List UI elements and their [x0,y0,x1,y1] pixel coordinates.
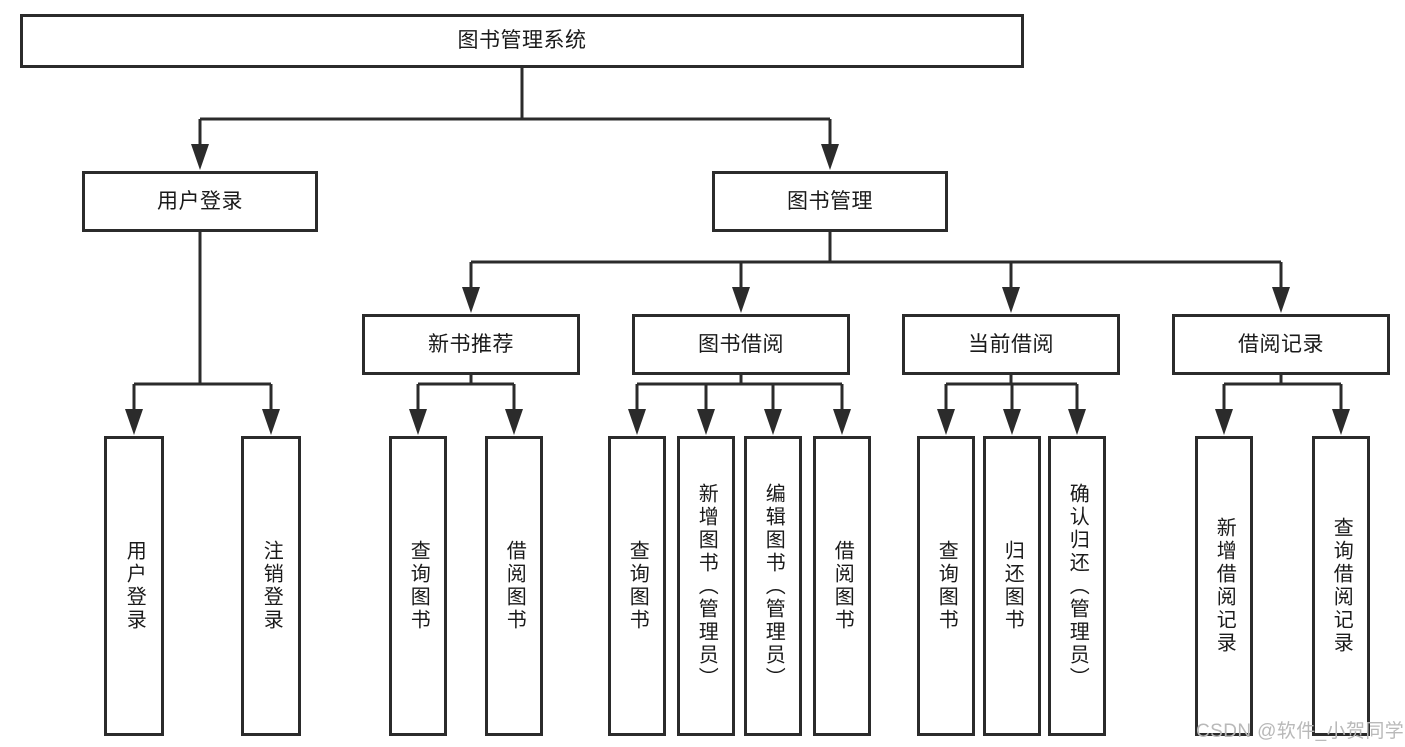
edge-arrowhead [191,144,209,170]
edge-arrowhead [697,409,715,435]
edge-arrowhead [462,287,480,313]
node-label: 图书借阅 [698,332,784,356]
edge-arrowhead [764,409,782,435]
node-new-book-rec[interactable]: 新书推荐 [362,314,580,375]
node-label: 新增借阅记录 [1213,517,1236,655]
edge-arrowhead [409,409,427,435]
node-current-borrow[interactable]: 当前借阅 [902,314,1120,375]
node-leaf-rec-query-record[interactable]: 查询借阅记录 [1312,436,1370,736]
node-label: 借阅记录 [1238,332,1324,356]
node-label: 确认归还（管理员） [1066,482,1089,690]
node-leaf-borrow-add-book[interactable]: 新增图书（管理员） [677,436,735,736]
node-label: 图书管理系统 [457,29,587,53]
node-borrow-record[interactable]: 借阅记录 [1172,314,1390,375]
node-leaf-borrow-borrow-book[interactable]: 借阅图书 [813,436,871,736]
node-label: 新书推荐 [428,332,514,356]
node-label: 查询图书 [407,540,430,632]
node-label: 新增图书（管理员） [695,482,718,690]
edge-arrowhead [628,409,646,435]
edge-arrowhead [1068,409,1086,435]
node-label: 归还图书 [1001,540,1024,632]
node-label: 图书管理 [787,189,873,213]
node-label: 借阅图书 [831,540,854,632]
node-leaf-rec-borrow-book[interactable]: 借阅图书 [485,436,543,736]
node-leaf-cur-return-book[interactable]: 归还图书 [983,436,1041,736]
edge-arrowhead [1272,287,1290,313]
node-leaf-cur-confirm-return[interactable]: 确认归还（管理员） [1048,436,1106,736]
node-leaf-cur-query-book[interactable]: 查询图书 [917,436,975,736]
node-label: 查询借阅记录 [1330,517,1353,655]
node-leaf-user-logout[interactable]: 注销登录 [241,436,301,736]
node-label: 查询图书 [626,540,649,632]
node-label: 借阅图书 [503,540,526,632]
node-book-borrow[interactable]: 图书借阅 [632,314,850,375]
edge-arrowhead [505,409,523,435]
node-leaf-rec-add-record[interactable]: 新增借阅记录 [1195,436,1253,736]
node-leaf-borrow-edit-book[interactable]: 编辑图书（管理员） [744,436,802,736]
node-leaf-rec-query-book[interactable]: 查询图书 [389,436,447,736]
node-root[interactable]: 图书管理系统 [20,14,1024,68]
node-label: 用户登录 [157,189,243,213]
node-book-manage[interactable]: 图书管理 [712,171,948,232]
node-label: 编辑图书（管理员） [762,482,785,690]
node-label: 查询图书 [935,540,958,632]
edge-arrowhead [1003,409,1021,435]
edge-arrowhead [821,144,839,170]
node-label: 当前借阅 [968,332,1054,356]
edge-arrowhead [937,409,955,435]
node-leaf-user-login[interactable]: 用户登录 [104,436,164,736]
edge-arrowhead [833,409,851,435]
node-label: 注销登录 [260,540,283,632]
edge-arrowhead [262,409,280,435]
edge-arrowhead [1215,409,1233,435]
edge-arrowhead [1002,287,1020,313]
edge-arrowhead [125,409,143,435]
node-user-login[interactable]: 用户登录 [82,171,318,232]
edge-arrowhead [1332,409,1350,435]
node-leaf-borrow-query-book[interactable]: 查询图书 [608,436,666,736]
node-label: 用户登录 [123,540,146,632]
edge-arrowhead [732,287,750,313]
